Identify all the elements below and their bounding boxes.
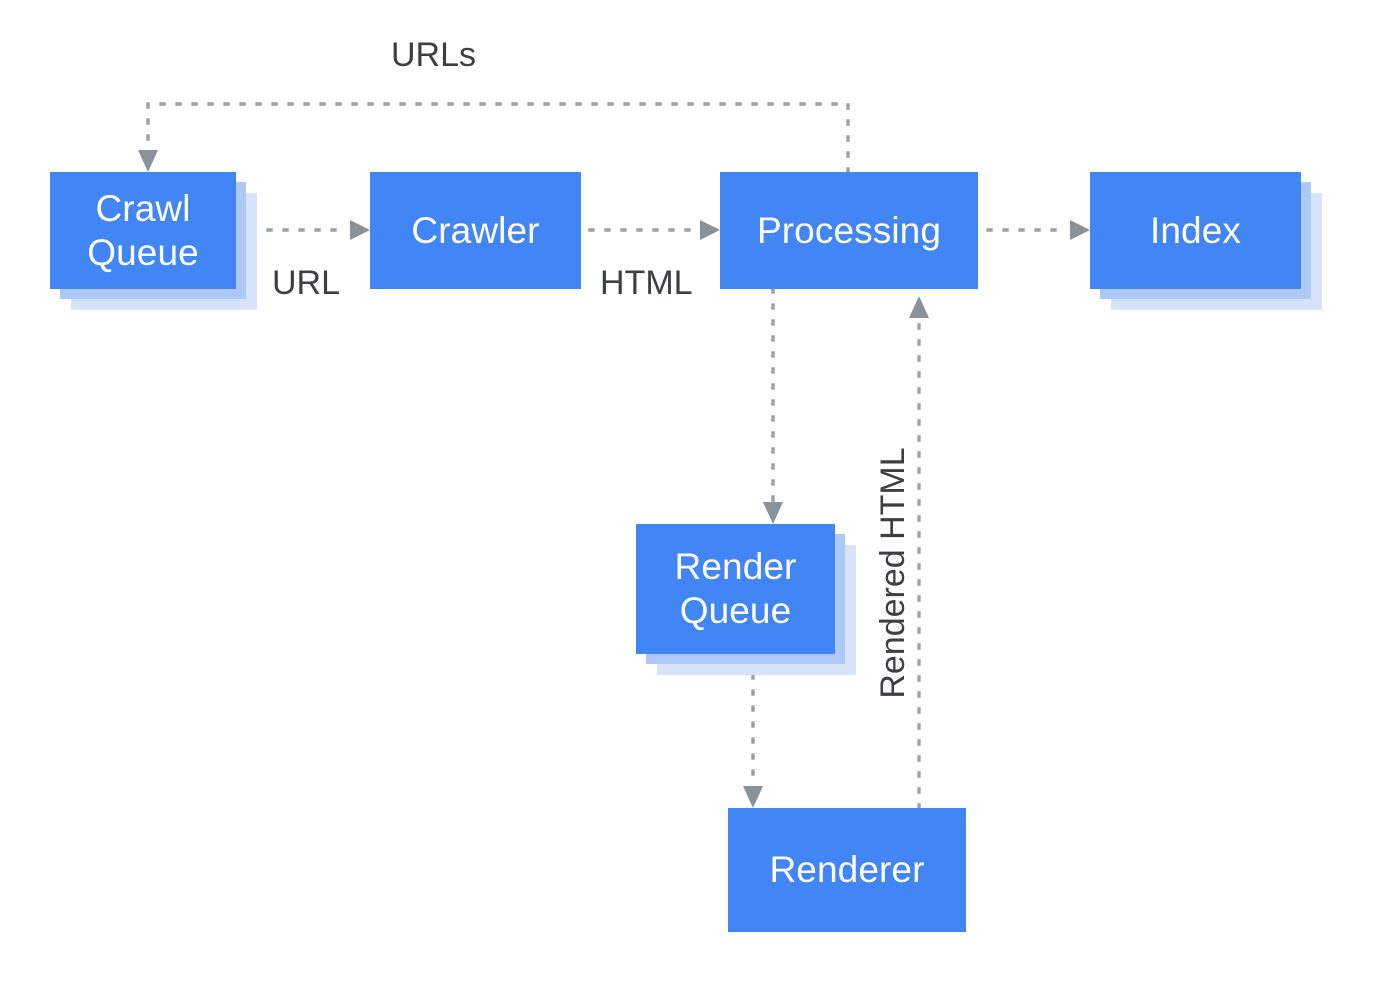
node-label: Index bbox=[1149, 209, 1241, 251]
edge-crawler-to-processing bbox=[588, 220, 720, 240]
node-face: Crawl Queue bbox=[50, 172, 236, 289]
node-face: Render Queue bbox=[636, 524, 835, 654]
node-label: Render Queue bbox=[674, 546, 797, 631]
node-face: Renderer bbox=[728, 808, 966, 932]
edge-processing-to-index bbox=[986, 220, 1090, 240]
node-label: Crawl Queue bbox=[87, 187, 199, 273]
node-face: Crawler bbox=[370, 172, 581, 289]
node-index[interactable]: Index bbox=[1090, 172, 1322, 310]
edge-label-urls: URLs bbox=[391, 36, 477, 74]
node-renderer[interactable]: Renderer bbox=[728, 808, 966, 932]
edge-crawl-queue-to-crawler bbox=[250, 220, 370, 240]
edge-renderer-to-processing bbox=[909, 296, 929, 810]
edge-urls-feedback bbox=[138, 102, 850, 174]
node-processing[interactable]: Processing bbox=[720, 172, 978, 289]
node-label: Renderer bbox=[769, 849, 925, 891]
node-label: Processing bbox=[756, 209, 942, 251]
node-face: Processing bbox=[720, 172, 978, 289]
edge-render-queue-to-renderer bbox=[743, 673, 763, 808]
edge-processing-to-render-queue bbox=[763, 287, 783, 524]
edge-label-url: URL bbox=[272, 264, 341, 302]
edge-label-html: HTML bbox=[600, 264, 693, 302]
node-crawler[interactable]: Crawler bbox=[370, 172, 581, 289]
node-label: Crawler bbox=[411, 209, 540, 251]
node-face: Index bbox=[1090, 172, 1301, 289]
node-crawl-queue[interactable]: Crawl Queue bbox=[50, 172, 257, 310]
node-render-queue[interactable]: Render Queue bbox=[636, 524, 856, 675]
edge-label-rendered-html: Rendered HTML bbox=[874, 447, 912, 699]
